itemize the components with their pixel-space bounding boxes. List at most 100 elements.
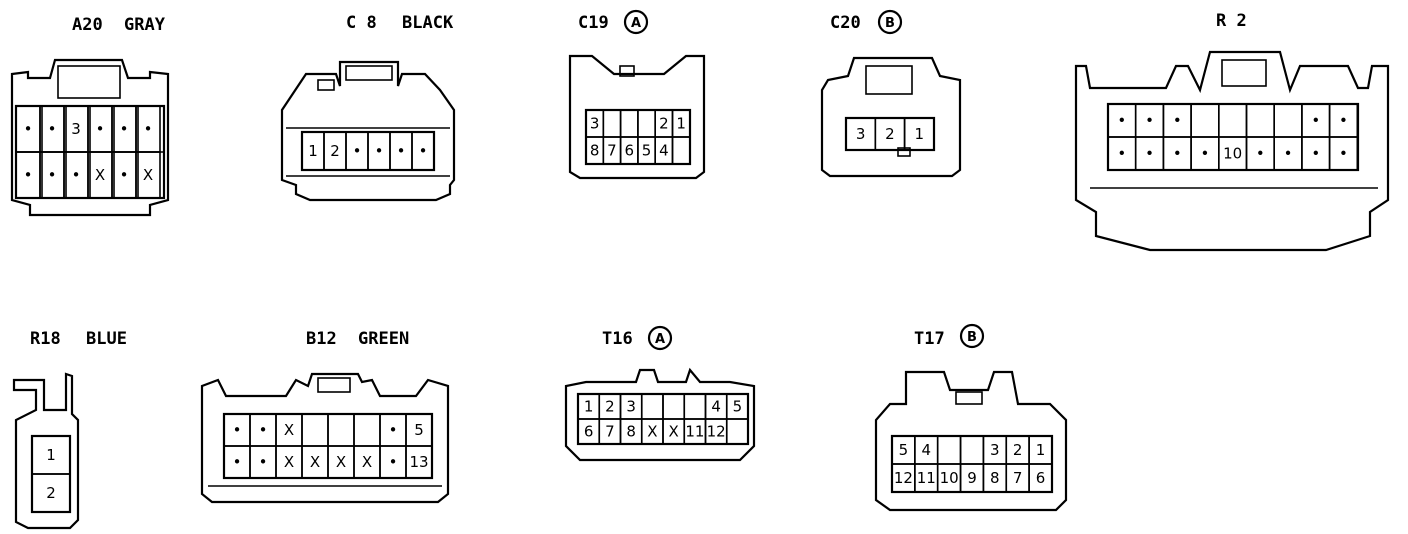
pin-label: 13: [409, 453, 428, 471]
connector-code: R 2: [1216, 11, 1247, 31]
pin-label: 4: [711, 398, 721, 416]
connector-r18: R18 BLUE 12: [12, 329, 127, 530]
pin-cell: [619, 109, 639, 138]
pin-label: •: [389, 421, 398, 439]
pin-label: •: [48, 166, 57, 184]
pin-grid: •••••••••10••••: [1107, 103, 1359, 171]
connector-marker: A: [631, 16, 641, 31]
pin-label: 3: [856, 125, 866, 143]
connector-code: R18: [30, 329, 61, 349]
pin-label: X: [95, 166, 105, 184]
connector-code: C19: [578, 13, 609, 33]
pin-grid: 12: [31, 435, 71, 513]
connector-a20: A20 GRAY ••3••••••X•X: [10, 15, 170, 217]
pin-cell: [1218, 103, 1248, 138]
connector-marker: B: [967, 330, 977, 345]
pin-label: •: [24, 120, 33, 138]
pin-label: •: [259, 453, 268, 471]
pin-label: •: [1284, 145, 1293, 163]
pin-label: 7: [605, 423, 615, 441]
pin-label: •: [1145, 112, 1154, 130]
pin-label: X: [310, 453, 320, 471]
pin-label: 7: [1013, 469, 1023, 487]
pin-label: •: [72, 166, 81, 184]
pin-label: •: [1339, 145, 1348, 163]
pin-label: •: [1173, 112, 1182, 130]
pin-label: X: [284, 421, 294, 439]
pin-label: 1: [914, 125, 924, 143]
pin-label: 11: [685, 423, 704, 441]
pin-cell: [959, 435, 985, 465]
marker-circle: [647, 325, 673, 351]
pin-label: 2: [885, 125, 895, 143]
pin-label: 1: [584, 398, 594, 416]
pin-label: 5: [642, 142, 652, 160]
pin-cell: [671, 136, 691, 165]
pin-cell: [1028, 463, 1053, 493]
connector-color: GRAY: [124, 15, 166, 35]
pin-label: 8: [626, 423, 636, 441]
pin-label: 11: [917, 469, 936, 487]
pin-cell: [301, 413, 329, 447]
pin-cell: [353, 413, 381, 447]
pin-label: 3: [71, 120, 81, 138]
pin-label: X: [336, 453, 346, 471]
pin-cell: [1328, 136, 1359, 171]
connector-color: GREEN: [358, 329, 409, 349]
pin-label: 2: [1013, 441, 1023, 459]
pin-label: 10: [940, 469, 959, 487]
pin-cell: [637, 109, 657, 138]
connector-code: T16: [602, 329, 633, 349]
connector-color: BLUE: [86, 329, 127, 349]
connector-code: B12: [306, 329, 337, 349]
pin-label: X: [647, 423, 657, 441]
pin-label: •: [233, 453, 242, 471]
pin-label: 1: [46, 446, 56, 464]
connector-code: A20: [72, 15, 103, 35]
pin-label: 8: [990, 469, 1000, 487]
connector-r2: R 2 •••••••••10••••: [1074, 11, 1390, 252]
pin-label: 7: [607, 142, 617, 160]
pin-label: •: [389, 453, 398, 471]
pin-cell: [936, 435, 962, 465]
pin-label: 12: [707, 423, 726, 441]
pin-label: •: [375, 142, 384, 160]
pin-cell: [1273, 103, 1303, 138]
pin-label: 10: [1223, 145, 1242, 163]
pin-label: •: [1145, 145, 1154, 163]
pin-label: X: [668, 423, 678, 441]
pin-label: •: [120, 120, 129, 138]
pin-label: •: [1173, 145, 1182, 163]
pin-cell: [1245, 103, 1276, 138]
pin-cell: [327, 413, 355, 447]
pin-label: 5: [899, 441, 909, 459]
pin-label: 1: [1036, 441, 1046, 459]
pin-label: 6: [624, 142, 634, 160]
marker-circle: [623, 9, 649, 35]
pin-label: •: [96, 120, 105, 138]
pin-label: •: [1311, 145, 1320, 163]
pin-label: 1: [676, 115, 686, 133]
pin-label: 12: [894, 469, 913, 487]
connector-marker: A: [655, 332, 665, 347]
pin-label: 2: [46, 484, 56, 502]
connector-marker: B: [885, 16, 895, 31]
pin-cell: [405, 445, 433, 479]
pin-label: 2: [330, 142, 340, 160]
marker-circle: [959, 323, 985, 349]
pin-label: •: [259, 421, 268, 439]
pin-cell: [683, 393, 707, 420]
pin-label: •: [1339, 112, 1348, 130]
pin-label: •: [1311, 112, 1320, 130]
